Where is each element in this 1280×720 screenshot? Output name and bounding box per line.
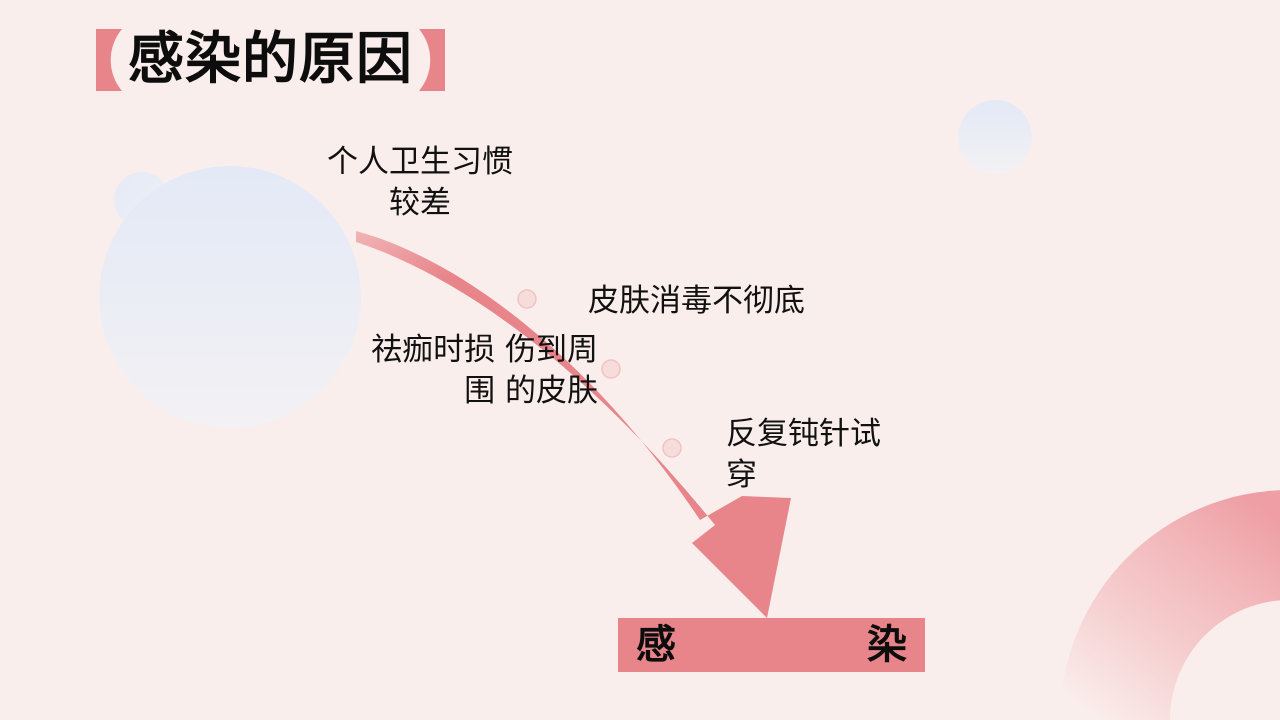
cause-label-disinfection: 皮肤消毒不彻底 xyxy=(588,283,805,319)
decor-ring-bottom-right xyxy=(1060,490,1280,720)
decor-circle-top-right xyxy=(958,100,1032,174)
arrow-dot xyxy=(601,359,621,379)
result-char-left: 感 xyxy=(636,622,676,668)
cause-label-hygiene: 个人卫生习惯 较差 xyxy=(327,144,513,221)
page-title-text: 感染的原因 xyxy=(128,27,413,92)
result-banner: 感 染 xyxy=(618,618,925,672)
decor-circle-small-left xyxy=(114,172,170,228)
result-char-right: 染 xyxy=(867,622,907,668)
bracket-left-icon xyxy=(96,29,122,91)
page-title: 感染的原因 xyxy=(96,22,445,98)
arrow-dot xyxy=(662,438,682,458)
cause-label-scab-removal: 祛痂时损 伤到周 围 的皮肤 xyxy=(371,332,598,409)
bracket-right-icon xyxy=(419,29,445,91)
arrow-dot xyxy=(517,289,537,309)
cause-label-repeated-puncture: 反复钝针试 穿 xyxy=(726,416,881,493)
